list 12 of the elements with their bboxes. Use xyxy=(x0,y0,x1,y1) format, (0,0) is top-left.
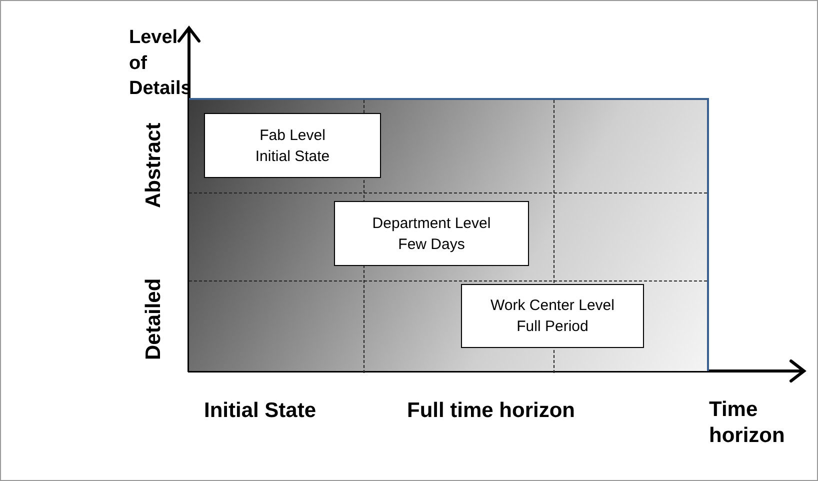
text-box xyxy=(334,201,529,266)
text-box xyxy=(204,113,381,178)
axis-category-label: Detailed xyxy=(141,277,166,362)
chart-area xyxy=(189,98,709,371)
box-label: Fab Level Initial State xyxy=(254,126,331,166)
axis-category-label: Abstract xyxy=(141,121,166,210)
axis-title: Full time horizon xyxy=(407,398,576,424)
text-box xyxy=(461,284,644,348)
box-label: Work Center Level Full Period xyxy=(490,296,616,337)
axis-title: Initial State xyxy=(204,398,318,424)
axis-title: Time horizon xyxy=(709,397,786,450)
box-label: Department Level Few Days xyxy=(371,214,492,254)
